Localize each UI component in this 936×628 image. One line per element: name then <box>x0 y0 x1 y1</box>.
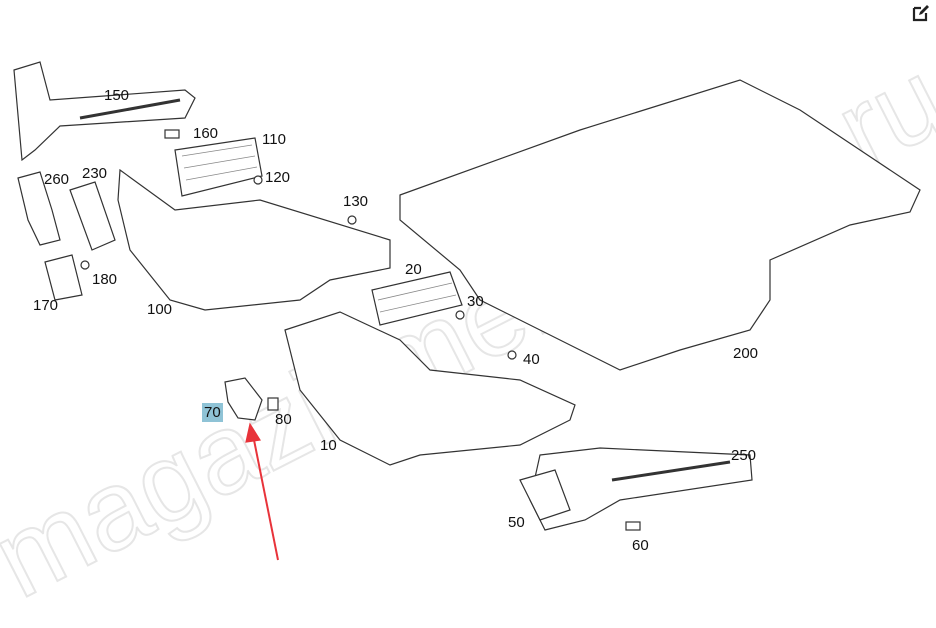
part-label-120[interactable]: 120 <box>265 169 291 186</box>
part-label-10[interactable]: 10 <box>320 437 337 454</box>
part-100-footwell-left <box>117 168 391 311</box>
part-label-80[interactable]: 80 <box>275 411 292 428</box>
part-label-30[interactable]: 30 <box>467 293 484 310</box>
part-label-60[interactable]: 60 <box>632 537 649 554</box>
part-10-footwell-right <box>284 311 576 466</box>
part-20-grille <box>371 271 463 326</box>
part-label-230[interactable]: 230 <box>82 165 108 182</box>
part-170-cover <box>44 254 83 301</box>
part-label-70-highlighted[interactable]: 70 <box>202 403 223 422</box>
part-label-100[interactable]: 100 <box>147 301 173 318</box>
part-label-260[interactable]: 260 <box>44 171 70 188</box>
part-label-250[interactable]: 250 <box>731 447 757 464</box>
part-label-200[interactable]: 200 <box>733 345 759 362</box>
part-label-160[interactable]: 160 <box>193 125 219 142</box>
part-label-110[interactable]: 110 <box>262 131 286 148</box>
part-label-40[interactable]: 40 <box>523 351 540 368</box>
part-label-50[interactable]: 50 <box>508 514 525 531</box>
part-label-20[interactable]: 20 <box>405 261 422 278</box>
part-50-duct <box>519 469 571 521</box>
edit-icon[interactable] <box>912 4 930 22</box>
part-110-grille <box>174 137 263 197</box>
part-80-clip <box>267 397 279 411</box>
small-clips <box>80 129 641 531</box>
part-70-duct <box>224 377 263 421</box>
part-260-bracket <box>17 171 61 246</box>
part-200-floor-carpet <box>399 79 921 371</box>
part-label-180[interactable]: 180 <box>92 271 118 288</box>
part-250-sill-trim <box>529 447 753 531</box>
part-label-130[interactable]: 130 <box>343 193 369 210</box>
part-label-150[interactable]: 150 <box>104 87 130 104</box>
part-label-170[interactable]: 170 <box>33 297 59 314</box>
part-230-block <box>69 181 116 251</box>
red-arrow <box>245 422 279 561</box>
part-150-sill-trim <box>13 61 196 162</box>
